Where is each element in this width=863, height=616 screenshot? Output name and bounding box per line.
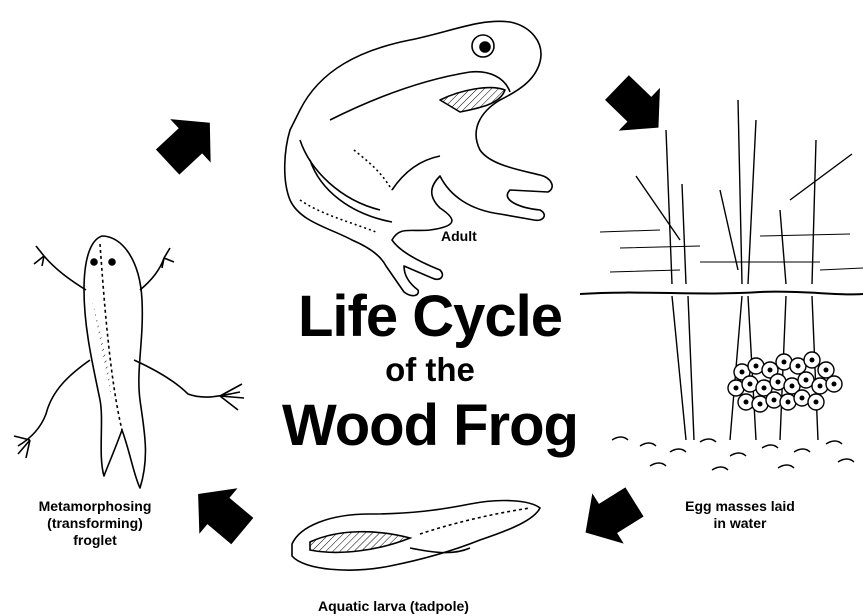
tadpole-illustration	[292, 501, 540, 571]
stage-label-eggs: Egg masses laid in water	[650, 498, 830, 532]
adult-frog-illustration	[285, 21, 552, 295]
froglet-illustration	[14, 236, 244, 488]
stage-label-adult: Adult	[441, 228, 477, 245]
cycle-arrow-icon	[570, 477, 650, 558]
diagram-title-line-3: Wood Frog	[240, 394, 620, 458]
diagram-title-line-2: of the	[240, 352, 620, 388]
cycle-arrow-icon	[179, 471, 261, 554]
stage-label-froglet: Metamorphosing (transforming) froglet	[20, 498, 170, 549]
cycle-arrow-icon	[147, 101, 230, 184]
stage-label-tadpole: Aquatic larva (tadpole)	[318, 598, 469, 615]
egg-mass-illustration	[580, 100, 863, 470]
diagram-title-line-1: Life Cycle	[240, 286, 620, 348]
